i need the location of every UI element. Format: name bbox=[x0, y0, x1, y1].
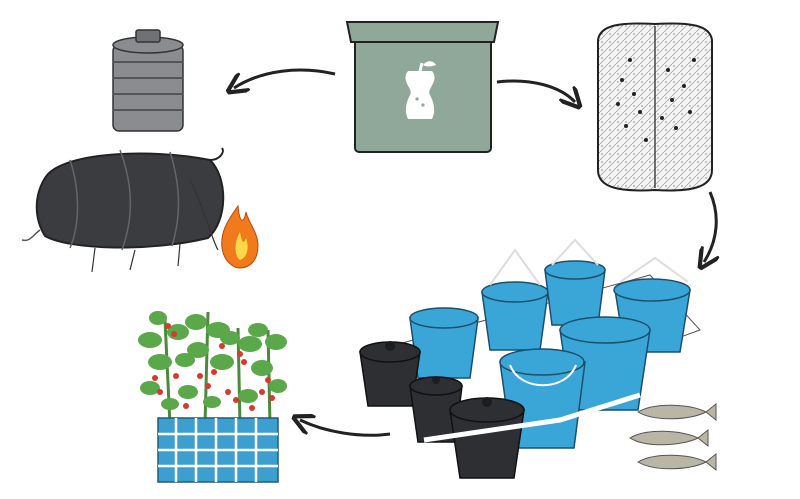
fish-2 bbox=[629, 428, 709, 448]
fish-3 bbox=[637, 452, 717, 472]
biogas-bag bbox=[21, 147, 225, 273]
water-tank bbox=[112, 29, 184, 132]
arrow-to-aquaponics bbox=[704, 191, 716, 262]
black-bucket bbox=[359, 341, 421, 407]
blue-bucket bbox=[559, 316, 651, 411]
tomato-plants bbox=[138, 311, 287, 426]
arrow-to-substrate-bag bbox=[496, 79, 575, 102]
aquaponics-buckets bbox=[359, 238, 706, 479]
blue-bucket bbox=[544, 238, 606, 326]
tomato-planter bbox=[138, 311, 287, 483]
fish-1 bbox=[637, 402, 717, 422]
substrate-bag bbox=[597, 22, 713, 192]
blue-bucket bbox=[481, 248, 549, 351]
arrow-to-water-tank bbox=[234, 68, 336, 88]
apple-core-icon bbox=[405, 61, 436, 119]
blue-bucket bbox=[613, 256, 691, 353]
black-bucket bbox=[449, 397, 525, 479]
arrow-to-tomato-planter bbox=[300, 420, 391, 437]
blue-bucket bbox=[409, 307, 479, 379]
compost-bin bbox=[345, 21, 500, 153]
flame-icon bbox=[221, 204, 259, 269]
fish bbox=[629, 402, 717, 472]
